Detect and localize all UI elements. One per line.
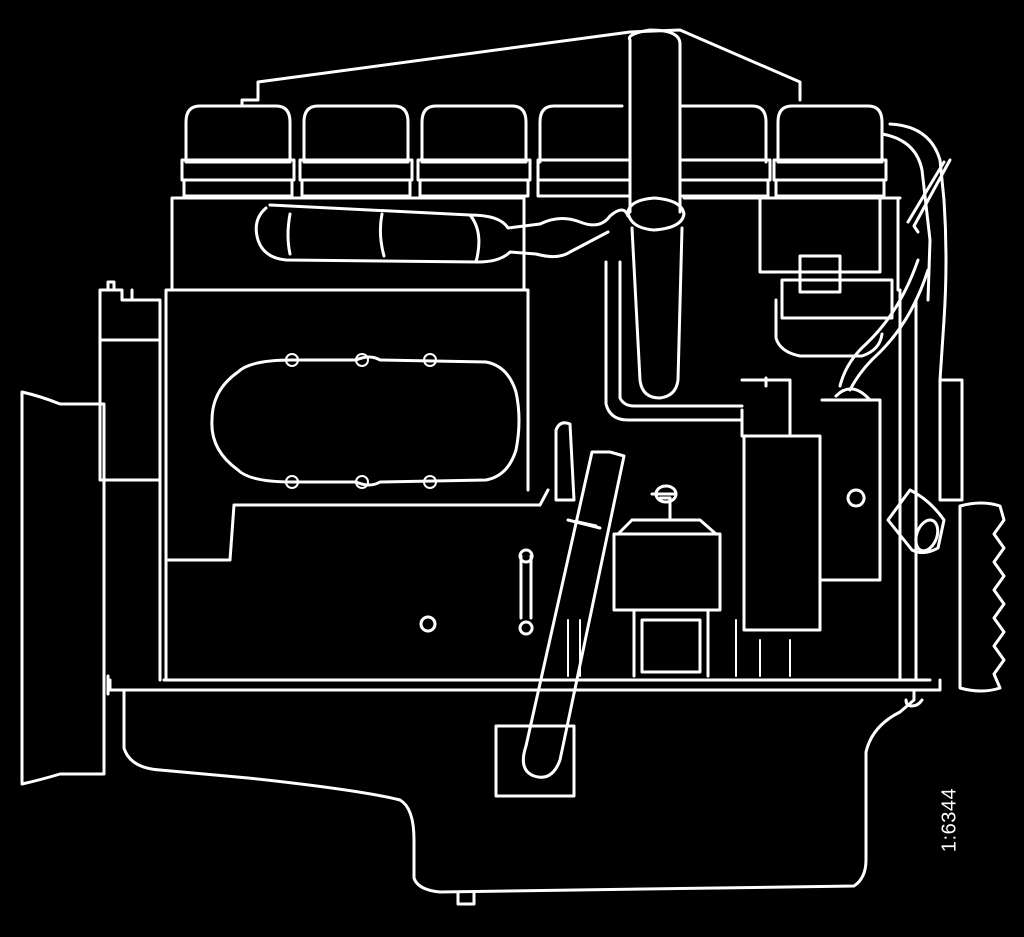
block-fittings [419,548,534,636]
coolant-pipe-upper [880,122,948,382]
dipstick-upper [906,158,952,234]
cylinder-cap [298,104,414,198]
engine-block-outline [108,288,942,692]
cylinder-head-caps [180,104,888,198]
dipstick-reservoir-box [494,724,576,798]
valve-cover-top-outline [240,28,802,108]
fan-pulley [938,378,964,502]
cylinder-head-body [170,196,902,292]
block-lower-panel [166,488,550,562]
intake-horizontal-pipe [604,260,744,422]
side-cover-plate [210,355,521,487]
crankshaft-pulley [958,501,1006,693]
cylinder-cap [180,104,296,198]
water-pump-housing [820,387,946,582]
fuel-filter [740,376,822,632]
oil-filter [612,492,722,678]
cylinder-cap [416,104,532,198]
oil-filter-lid [654,484,678,504]
figure-reference-number: 1:6344 [938,787,961,853]
cylinder-cap [680,104,772,198]
oil-pan-inner [456,890,476,906]
cylinder-cap [772,104,888,198]
water-outlet-hose [838,258,930,392]
side-cover-bolts [285,353,437,489]
oil-pan [122,688,916,894]
air-intake-pipe [626,28,686,400]
flywheel-bell [20,390,110,786]
front-cover-frame [896,196,924,708]
turbocharger [758,196,894,358]
cylinder-cap [536,104,630,198]
exhaust-manifold [254,203,630,264]
dipstick-tube [521,450,626,779]
oil-pipe-vertical [554,421,576,502]
lower-brackets [567,619,791,677]
flywheel-housing [98,280,162,682]
